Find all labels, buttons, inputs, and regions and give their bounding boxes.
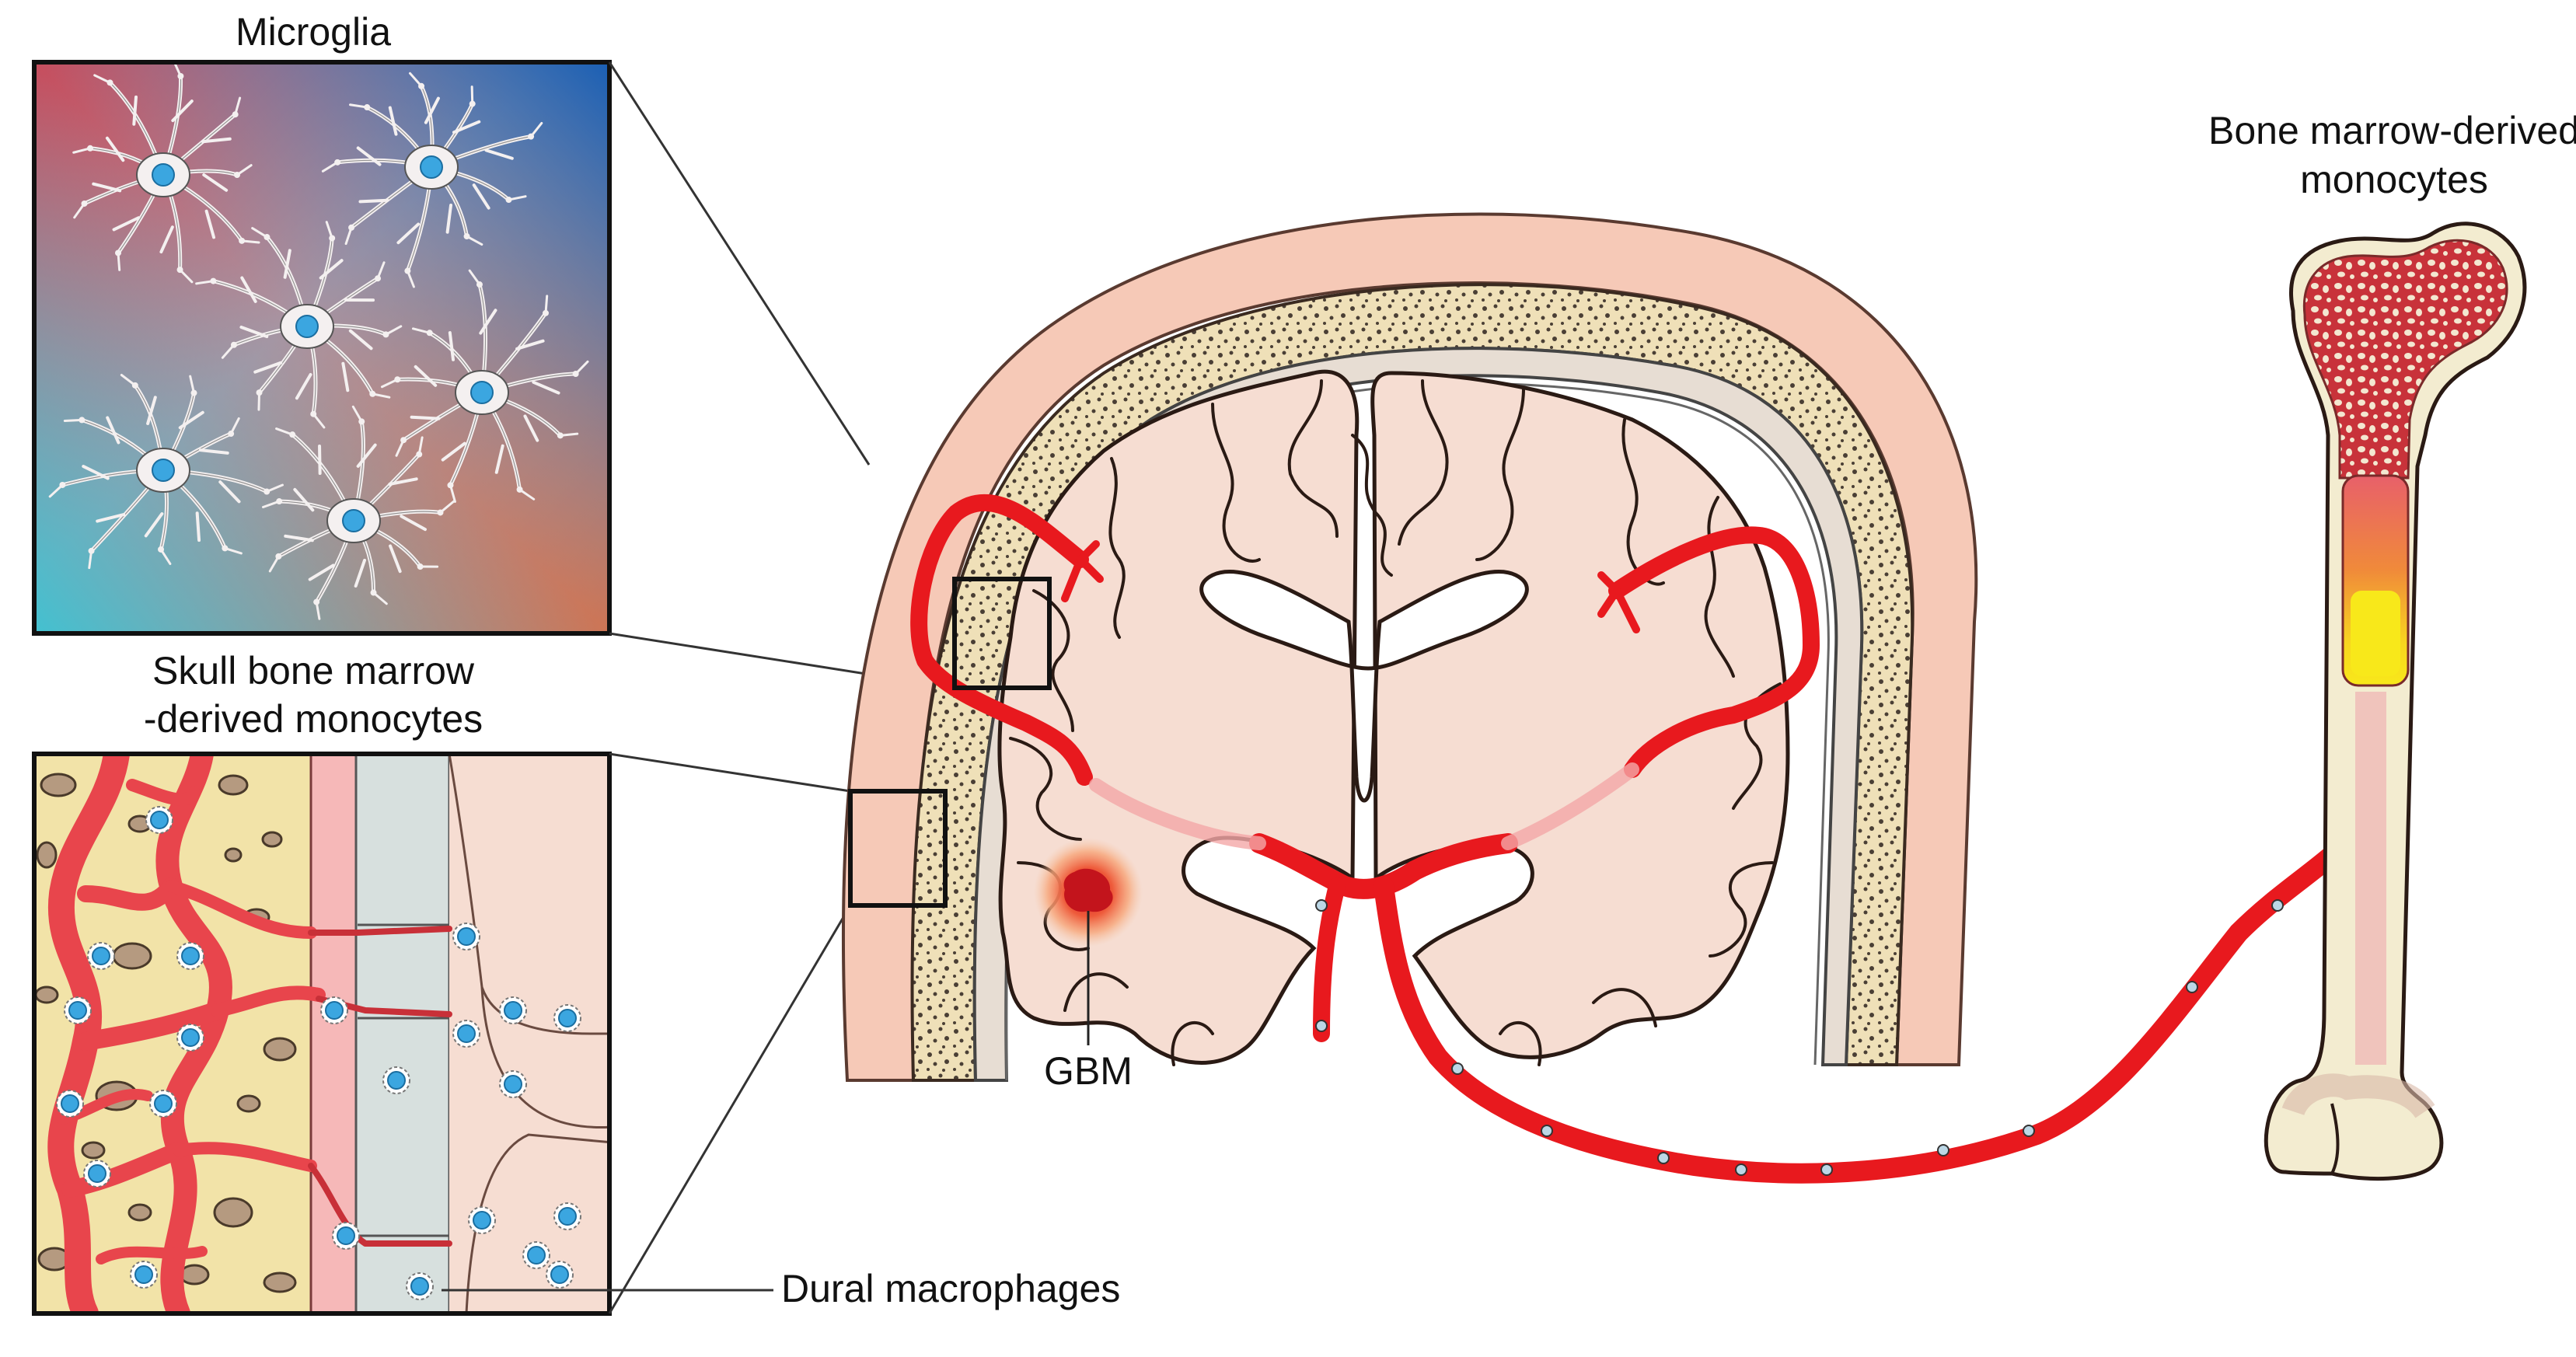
monocyte bbox=[468, 1206, 496, 1234]
gbm-label: GBM bbox=[1044, 1049, 1133, 1093]
vessel-monocyte bbox=[1315, 899, 1328, 912]
microglia-cell bbox=[380, 269, 589, 503]
monocyte bbox=[176, 1024, 204, 1052]
skull-marrow-label-line1: Skull bone marrow bbox=[152, 649, 475, 692]
bone-marrow-label-line2: monocytes bbox=[2300, 158, 2488, 201]
vessel-monocyte bbox=[2271, 899, 2284, 912]
monocyte bbox=[522, 1241, 550, 1269]
microglia-cell bbox=[48, 374, 284, 570]
dural-macrophages-label: Dural macrophages bbox=[781, 1267, 1120, 1310]
microglia-cell bbox=[261, 405, 455, 620]
monocyte bbox=[499, 996, 527, 1024]
microglia-zoom-box bbox=[952, 577, 1052, 690]
vessel-monocyte bbox=[1820, 1163, 1833, 1176]
monocyte bbox=[176, 942, 204, 970]
monocyte bbox=[546, 1261, 574, 1289]
monocyte bbox=[130, 1261, 158, 1289]
monocyte bbox=[87, 942, 115, 970]
vessel-monocyte bbox=[2023, 1125, 2035, 1137]
monocyte bbox=[145, 806, 173, 834]
femur-bone bbox=[2264, 222, 2527, 1181]
vessel-monocyte bbox=[1451, 1062, 1464, 1075]
monocyte bbox=[320, 996, 348, 1024]
circulating-monocytes bbox=[1315, 899, 2284, 1176]
bone-marrow-label-line1: Bone marrow-derived bbox=[2208, 109, 2576, 152]
vessel-monocyte bbox=[1937, 1144, 1949, 1156]
monocyte bbox=[499, 1070, 527, 1098]
microglia-inset bbox=[34, 62, 609, 633]
head-coronal-section: GBM bbox=[841, 212, 2373, 1184]
gbm-tumor bbox=[1034, 838, 1143, 1045]
microglia-cell bbox=[321, 72, 543, 288]
microglia-cells bbox=[48, 62, 589, 620]
monocyte bbox=[406, 1272, 434, 1300]
monocyte bbox=[452, 1020, 480, 1048]
vessel-monocyte bbox=[1735, 1163, 1747, 1176]
microglia-cell bbox=[72, 62, 260, 284]
skull-marrow-label-line2: -derived monocytes bbox=[144, 697, 483, 741]
cerebral-arteries bbox=[910, 494, 2373, 1184]
monocyte bbox=[56, 1090, 84, 1118]
monocyte bbox=[452, 923, 480, 951]
vessel-monocyte bbox=[1657, 1152, 1670, 1164]
monocyte bbox=[382, 1066, 410, 1094]
monocyte bbox=[149, 1090, 177, 1118]
monocyte bbox=[553, 1202, 581, 1230]
vessel-monocyte bbox=[2186, 981, 2198, 993]
artery-pale-branches bbox=[1089, 762, 1639, 850]
microglia-cell bbox=[195, 221, 403, 429]
monocyte bbox=[553, 1004, 581, 1032]
vessel-monocyte bbox=[1315, 1020, 1328, 1032]
monocyte bbox=[332, 1222, 360, 1250]
microglia-label: Microglia bbox=[236, 10, 391, 54]
monocyte bbox=[83, 1160, 111, 1188]
monocyte bbox=[64, 996, 92, 1024]
skull-marrow-monocytes bbox=[56, 806, 581, 1300]
vessel-monocyte bbox=[1541, 1125, 1553, 1137]
skull-marrow-inset bbox=[34, 754, 609, 1313]
ventricles bbox=[1199, 570, 1529, 803]
skull-zoom-box bbox=[848, 789, 948, 908]
